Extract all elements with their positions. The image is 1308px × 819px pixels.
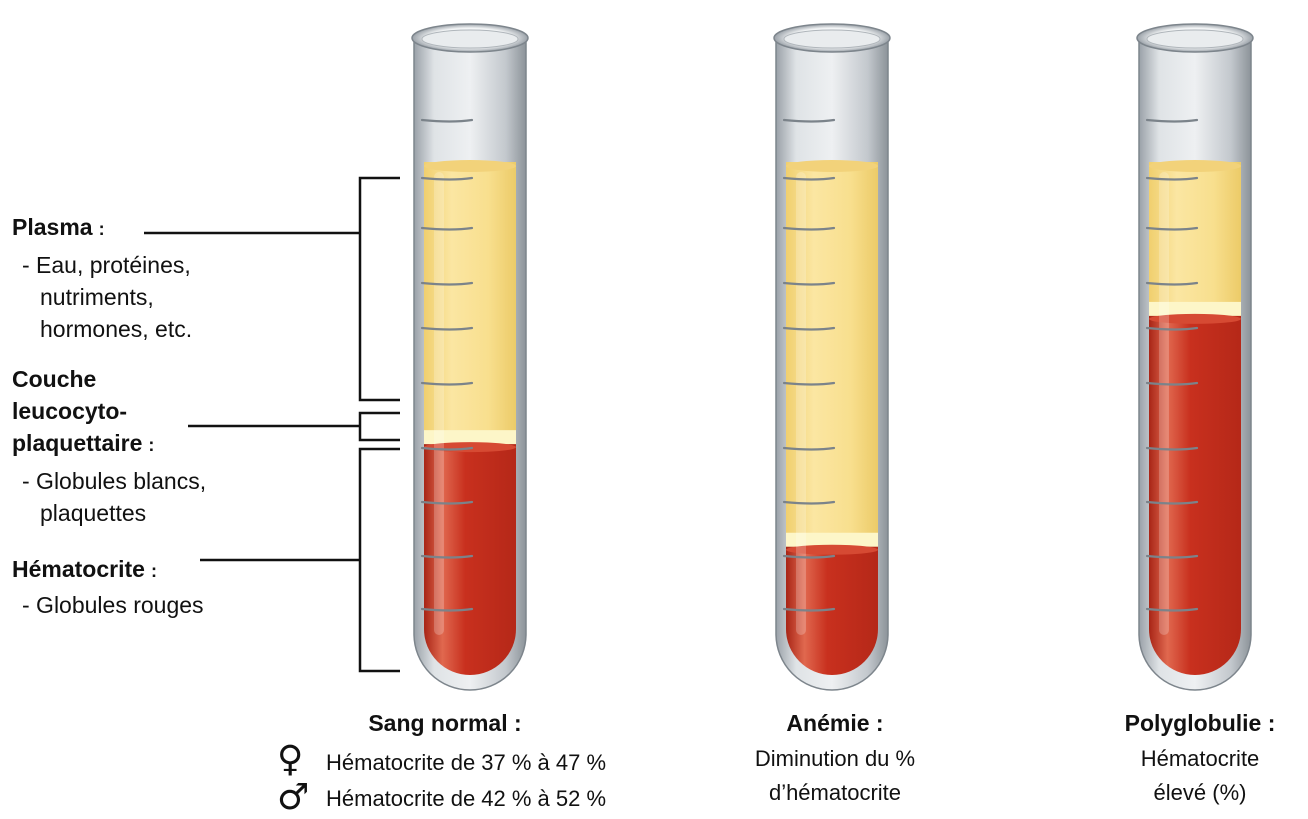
graduation-tick (782, 381, 836, 386)
glass-highlight (796, 172, 806, 635)
graduation-tick (420, 554, 474, 559)
plasma-bracket (358, 176, 400, 402)
caption-normal-female: Hématocrite de 37 % à 47 % (326, 750, 607, 775)
tube-liquid (786, 160, 878, 675)
male-symbol-icon: ♂ (277, 777, 310, 818)
buffy-line-3: plaquettaire: (12, 430, 155, 456)
red-cells-layer (424, 444, 516, 675)
glass-highlight (1159, 172, 1169, 635)
graduation-tick (420, 500, 474, 505)
graduation-tick (782, 226, 836, 231)
tube-liquid (1149, 160, 1241, 675)
graduation-tick (782, 176, 836, 181)
hematocrit-bracket (358, 447, 400, 673)
graduation-tick (1145, 326, 1199, 331)
graduation-tick (1145, 226, 1199, 231)
label-brackets (144, 176, 400, 673)
glass-highlight (434, 172, 444, 635)
tube-opening (1146, 29, 1244, 49)
graduation-tick (782, 500, 836, 505)
graduation-tick (782, 326, 836, 331)
plasma-layer (1149, 162, 1241, 316)
buffy-sub-2: plaquettes (40, 500, 147, 526)
caption-anemia-line-1: Diminution du % (754, 746, 916, 771)
graduation-tick (420, 176, 474, 181)
buffy-coat-layer (424, 430, 516, 445)
caption-polyglobulia-title: Polyglobulie : (1124, 710, 1276, 736)
plasma-surface (1149, 160, 1241, 172)
buffy-sub-1: - Globules blancs, (22, 468, 207, 494)
buffy-coat-layer (786, 532, 878, 547)
graduation-tick (782, 118, 836, 123)
buffy-coat-layer (1149, 301, 1241, 316)
test-tube-polyglobulia (1136, 23, 1254, 691)
graduation-tick (1145, 500, 1199, 505)
caption-anemia-title: Anémie : (786, 710, 884, 736)
plasma-title: Plasma: (12, 214, 105, 240)
graduation-tick (420, 607, 474, 612)
graduation-tick (1145, 607, 1199, 612)
graduation-tick (1145, 176, 1199, 181)
plasma-layer (786, 162, 878, 547)
hematocrit-title: Hématocrite: (12, 556, 157, 582)
female-symbol-icon: ♀ (277, 739, 304, 780)
graduation-tick (1145, 446, 1199, 451)
graduation-tick (420, 226, 474, 231)
red-cells-surface (786, 544, 878, 555)
buffy-line-2: leucocyto- (12, 398, 128, 424)
tube-liquid (424, 160, 516, 675)
tubes-layer (411, 23, 1254, 691)
graduation-tick (1145, 118, 1199, 123)
caption-normal-male: Hématocrite de 42 % à 52 % (326, 786, 607, 811)
plasma-line-2: nutriments, (40, 284, 154, 310)
graduation-tick (420, 118, 474, 123)
plasma-line-1: - Eau, protéines, (22, 252, 191, 278)
red-cells-layer (1149, 315, 1241, 675)
tube-opening (421, 29, 519, 49)
graduation-tick (420, 381, 474, 386)
plasma-surface (786, 160, 878, 172)
graduation-tick (420, 281, 474, 286)
caption-anemia-line-2: d’hématocrite (768, 780, 902, 805)
hematocrit-sub: - Globules rouges (22, 592, 204, 618)
caption-normal-title: Sang normal : (368, 710, 522, 736)
graduation-tick (1145, 381, 1199, 386)
red-cells-surface (1149, 313, 1241, 324)
test-tube-anemia (773, 23, 891, 691)
plasma-line-3: hormones, etc. (40, 316, 193, 342)
plasma-surface (424, 160, 516, 172)
graduation-tick (1145, 554, 1199, 559)
graduation-tick (420, 446, 474, 451)
plasma-layer (424, 162, 516, 445)
tube-opening (783, 29, 881, 49)
graduation-tick (782, 281, 836, 286)
graduation-tick (782, 446, 836, 451)
caption-polyglobulia-line-1: Hématocrite (1140, 746, 1260, 771)
graduation-tick (782, 607, 836, 612)
graduation-tick (1145, 281, 1199, 286)
buffy-line-1: Couche (12, 366, 97, 392)
caption-polyglobulia-line-2: élevé (%) (1153, 780, 1247, 805)
graduation-tick (782, 554, 836, 559)
graduation-tick (420, 326, 474, 331)
test-tube-normal (411, 23, 529, 691)
buffy-bracket (358, 411, 400, 442)
